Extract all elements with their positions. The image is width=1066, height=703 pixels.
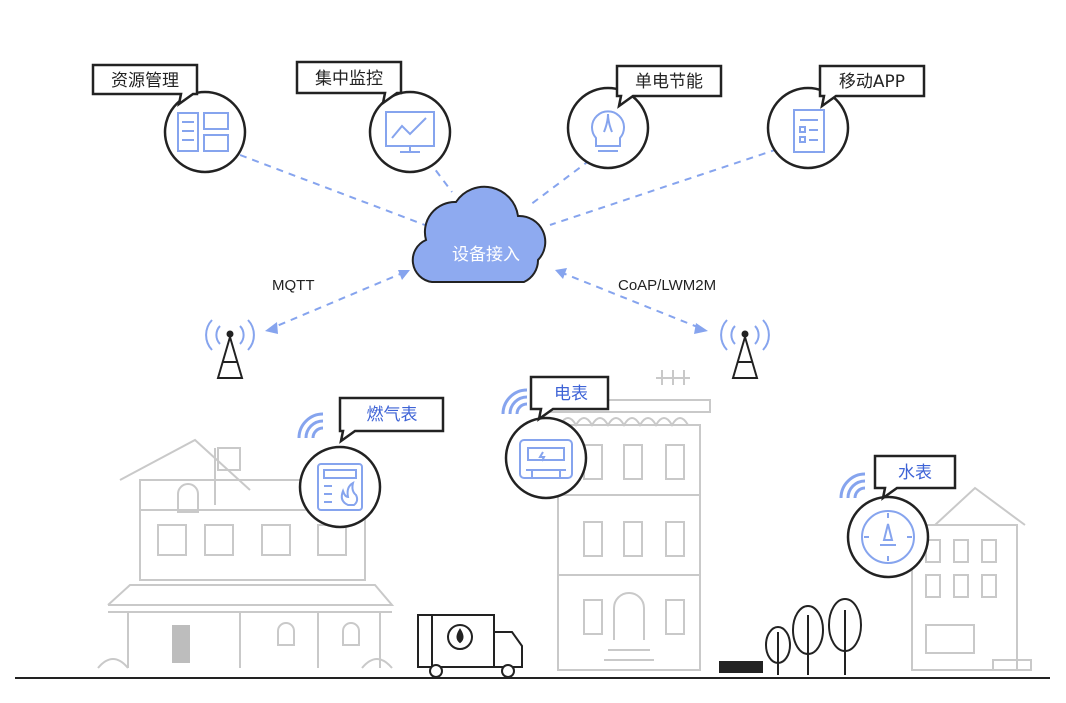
platform-node-energy: 单电节能 bbox=[566, 64, 723, 170]
electric-meter-icon bbox=[519, 439, 573, 479]
protocol-label-left: MQTT bbox=[272, 277, 315, 294]
platform-label-mobile: 移动APP bbox=[839, 72, 905, 92]
lightbulb-icon bbox=[591, 110, 625, 152]
resource-grid-icon bbox=[177, 112, 229, 152]
device-node-power: 电表 bbox=[501, 375, 610, 500]
monitor-chart-icon bbox=[385, 111, 435, 153]
device-label-water: 水表 bbox=[898, 463, 932, 483]
protocol-label-right: CoAP/LWM2M bbox=[618, 277, 716, 294]
platform-node-mobile: 移动APP bbox=[766, 64, 926, 170]
cloud-label: 设备接入 bbox=[452, 245, 520, 265]
platform-node-resource: 资源管理 bbox=[91, 63, 247, 174]
device-label-gas: 燃气表 bbox=[367, 405, 418, 425]
device-access-cloud: 设备接入 bbox=[411, 185, 547, 283]
delivery-truck bbox=[417, 614, 523, 678]
mobile-doc-icon bbox=[793, 109, 825, 153]
antenna-left bbox=[205, 319, 255, 379]
device-label-power: 电表 bbox=[554, 384, 588, 404]
platform-label-energy: 单电节能 bbox=[635, 72, 703, 92]
platform-label-resource: 资源管理 bbox=[111, 71, 179, 91]
wifi-signal-icon bbox=[501, 388, 528, 415]
wifi-signal-icon bbox=[297, 412, 324, 439]
device-node-gas: 燃气表 bbox=[297, 396, 445, 529]
connection-arrowheads bbox=[265, 268, 708, 334]
platform-node-monitor: 集中监控 bbox=[295, 60, 452, 174]
device-node-water: 水表 bbox=[839, 454, 957, 579]
apartment-building bbox=[547, 370, 711, 671]
trees bbox=[719, 598, 862, 675]
gas-meter-icon bbox=[317, 463, 363, 511]
platform-label-monitor: 集中监控 bbox=[315, 69, 383, 89]
water-meter-icon bbox=[861, 510, 915, 564]
townhouse-building bbox=[911, 486, 1032, 671]
wifi-signal-icon bbox=[839, 472, 866, 499]
antenna-right bbox=[720, 319, 770, 379]
